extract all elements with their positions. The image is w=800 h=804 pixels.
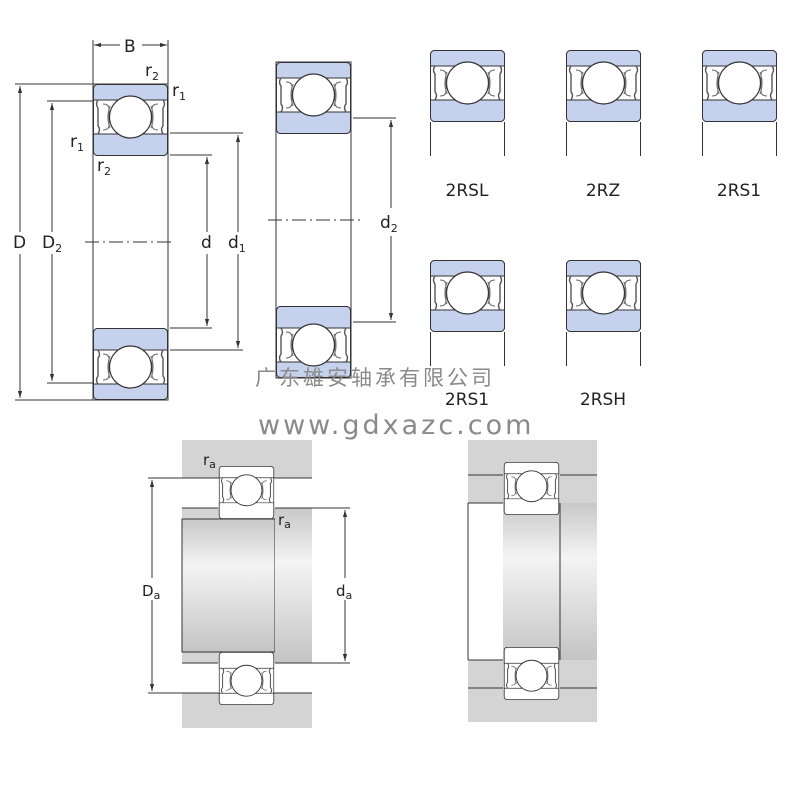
dim-ra-inner: ra [278,511,291,531]
variant-2rz: 2RZ [565,49,642,201]
variant-2rs1-b: 2RS1 [429,259,506,410]
dim-r1-inner: r1 [70,132,84,154]
mounting-right [467,440,597,722]
variant-label: 2RS1 [445,390,489,410]
bearing-section-bottom [92,327,169,401]
dim-ra-top: ra [203,451,216,471]
variant-label: 2RS1 [717,181,761,201]
watermark-url: www.gdxazc.com [258,410,534,441]
dim-d: d [201,233,212,253]
dim-d2: d2 [380,213,398,235]
dim-Da: Da [142,582,160,602]
dim-d1: d1 [228,233,246,255]
bearing-section-top [92,83,169,157]
dim-D2: D2 [42,233,62,255]
dim-r1-top: r1 [172,81,186,103]
variant-label: 2RSH [580,390,626,410]
dim-D: D [13,233,26,253]
variant-label: 2RZ [586,181,620,201]
variant-2rsl: 2RSL [429,49,506,201]
dim-r2-top: r2 [145,61,159,83]
mounting-left: Da da ra ra [142,440,352,728]
dim-da: da [336,582,352,602]
watermark-company: 广东雄安轴承有限公司 [255,366,495,390]
dim-B: B [124,37,136,57]
second-bearing: d2 [268,61,398,379]
dim-r2-inner: r2 [97,156,111,178]
bearing-section-top [275,61,352,135]
variant-2rs1: 2RS1 [701,49,778,201]
main-bearing: B r2 r1 r1 r2 D D2 d d1 [13,37,246,401]
variant-2rsh: 2RSH [565,259,642,410]
variant-label: 2RSL [446,181,489,201]
